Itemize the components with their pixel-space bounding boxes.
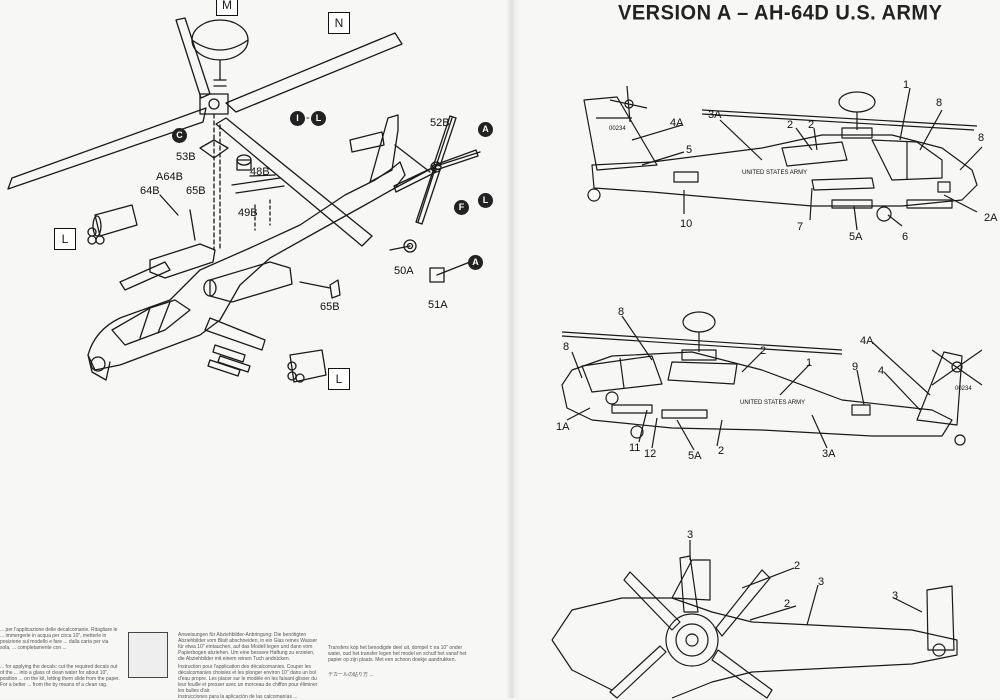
decal-side2-label-8b: 8 [563, 341, 570, 353]
decal-side1-label-5a: 5A [849, 231, 863, 243]
decal-diagram [128, 632, 168, 678]
instructions-italian: ... per l'applicazione delle decalcomani… [0, 627, 118, 651]
instructions-french: Instruction pour l'application des décal… [178, 664, 318, 694]
decal-side2-serial: 00234 [955, 386, 972, 392]
side-view-1 [551, 85, 983, 699]
ref-i: I [290, 111, 305, 126]
part-49b: 49B [238, 207, 258, 219]
rotor-blade-n [225, 32, 403, 113]
decal-top-label-3c: 3 [892, 590, 899, 602]
decal-side1-label-10: 10 [680, 218, 693, 230]
part-50a: 50A [394, 265, 414, 277]
decal-top-label-2a: 2 [794, 560, 801, 572]
ref-c: C [172, 128, 187, 143]
fuselage [87, 161, 406, 371]
part-64b: 64B [140, 185, 160, 197]
decal-side2-fuselage-text: UNITED STATES ARMY [740, 400, 806, 406]
decal-side2-label-9: 9 [852, 361, 859, 373]
decal-top-label-2b: 2 [784, 598, 791, 610]
rotor-blade-s [215, 117, 373, 247]
decal-side2-label-8a: 8 [618, 306, 625, 318]
ref-a3: A [468, 255, 483, 270]
rocket-pod-bottom [289, 349, 327, 383]
decal-side1-label-6: 6 [902, 231, 909, 243]
decal-side2-label-3a: 3A [822, 448, 836, 460]
ref-l: L [311, 111, 326, 126]
decal-side1-label-2b: 2 [808, 119, 815, 131]
decal-side2-label-5a: 5A [688, 450, 702, 462]
decal-side1-label-2a: 2 [787, 119, 794, 131]
page-fold [506, 0, 520, 698]
rocket-pod-top [94, 204, 138, 237]
decal-side1-label-5: 5 [686, 144, 693, 156]
instructions-english: ... for applying the decals: cut the req… [0, 664, 120, 688]
part-65b: 65B [186, 185, 206, 197]
decal-side1-label-1: 1 [903, 79, 910, 91]
decal-side1-label-8a: 8 [936, 97, 943, 109]
decal-side1-label-4a: 4A [670, 117, 684, 129]
ref-l3: L [478, 193, 493, 208]
instructions-german: Anweisungen für Abziehbilder-Anbringung:… [178, 632, 318, 662]
rotor-blade-w [7, 107, 207, 190]
part-52b: 52B [430, 117, 450, 129]
decal-side2-label-1: 1 [806, 357, 813, 369]
page-title: VERSION A – AH-64D U.S. ARMY [618, 1, 943, 25]
decal-side2-label-4a: 4A [860, 335, 874, 347]
ref-a1: A [478, 122, 493, 137]
ref-separator: - [306, 112, 310, 124]
part-65b-2: 65B [320, 301, 340, 313]
instructions-spanish: Instrucciones para la aplicación de las … [178, 694, 298, 700]
decal-side1-label-7: 7 [797, 221, 804, 233]
decal-side2-label-2b: 2 [718, 445, 725, 457]
exploded-assembly-drawing [7, 17, 481, 383]
decal-side2-label-1a: 1A [556, 421, 570, 433]
part-48b: 48B [250, 166, 270, 178]
rotor-blade-nw [175, 17, 211, 99]
decal-side2-label-2: 2 [760, 345, 767, 357]
decal-side2-label-11: 11 [629, 442, 641, 454]
part-53b: 53B [176, 151, 196, 163]
instructions-dutch: Transfers kop het benodigde deel uit, do… [328, 645, 467, 663]
step-label-l1: L [54, 228, 76, 250]
decal-side1-label-8b: 8 [978, 132, 985, 144]
decal-top-label-3b: 3 [818, 576, 825, 588]
step-label-n: N [328, 12, 350, 34]
instructions-japanese: デカールの貼り方 ... [328, 672, 374, 678]
part-a64b: A64B [156, 171, 183, 183]
ref-f: F [454, 200, 469, 215]
part-51a: 51A [428, 299, 448, 311]
decal-side2-label-12: 12 [644, 448, 657, 460]
decal-side1-fuselage-text: UNITED STATES ARMY [742, 170, 808, 176]
decal-top-label-3a: 3 [687, 529, 694, 541]
decal-side1-label-2a-right: 2A [984, 212, 998, 224]
left-page [0, 0, 512, 698]
step-label-l2: L [328, 368, 350, 390]
decal-side1-label-3a: 3A [708, 109, 722, 121]
decal-side1-serial: 00234 [609, 126, 626, 132]
decal-side2-label-4: 4 [878, 365, 885, 377]
step-label-m: M [216, 0, 238, 16]
